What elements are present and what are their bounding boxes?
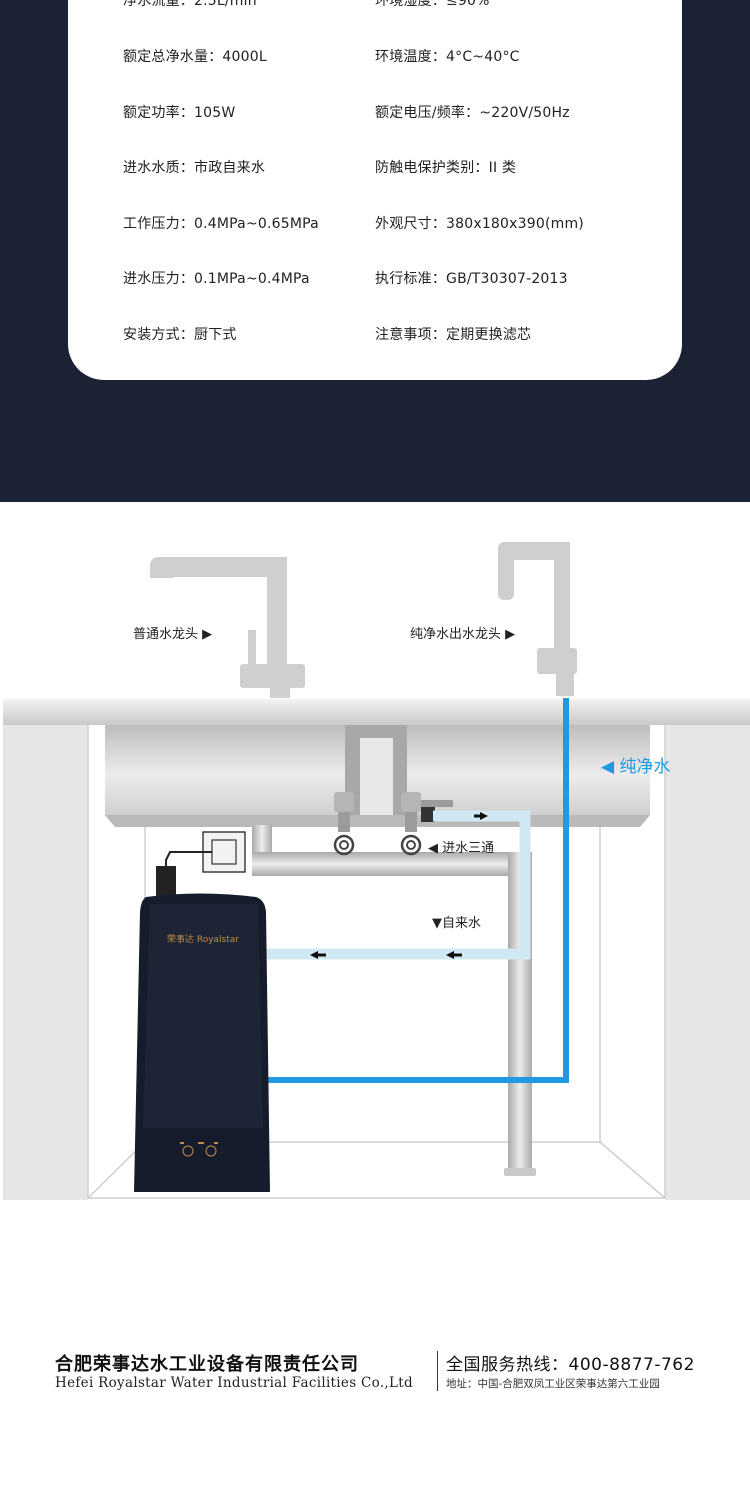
power-socket-icon <box>165 831 246 874</box>
spec-label: 防触电保护类别 <box>375 160 489 176</box>
spec-left-1: 额定功率105W <box>123 102 235 122</box>
angle-valve-icon <box>333 792 355 856</box>
spec-label: 执行标准 <box>375 271 446 287</box>
company-name-cn: 合肥荣事达水工业设备有限责任公司 <box>55 1354 359 1375</box>
inlet-tee-label: ◀ 进水三通 <box>428 841 495 856</box>
spec-value: 定期更换滤芯 <box>446 326 532 343</box>
spec-right-4: 执行标准GB/T30307-2013 <box>375 268 568 288</box>
spec-left-0: 额定总净水量4000L <box>123 46 267 66</box>
spec-right-1: 额定电压/频率~220V/50Hz <box>375 102 570 122</box>
spec-label: 安装方式 <box>123 327 194 343</box>
spec-label: 进水压力 <box>123 271 194 287</box>
spec-value: II 类 <box>488 160 517 176</box>
purifier-brand: 荣事达 Royalstar <box>167 933 239 945</box>
spec-value: 0.1MPa~0.4MPa <box>194 271 310 287</box>
spec-left-2: 进水水质市政自来水 <box>123 157 265 177</box>
spec-label: 环境温度 <box>375 49 446 65</box>
spec-label: 额定总净水量 <box>123 49 222 65</box>
flow-arrow-icon <box>310 812 488 959</box>
inlet-tee-icon <box>400 792 453 856</box>
power-adapter <box>156 866 176 898</box>
footer-divider <box>437 1351 438 1391</box>
installation-diagram: 荣事达 Royalstar 普通水龙头 ▶ 纯净水出水龙头 ▶ ◀ 纯净水 ◀ … <box>0 502 750 1222</box>
pure-water-pipe <box>268 698 569 1083</box>
spec-label: 进水水质 <box>123 160 194 176</box>
spec-value: 4000L <box>222 49 267 65</box>
spec-label: 额定电压/频率 <box>375 105 479 121</box>
spec-right-3: 外观尺寸380x180x390(mm) <box>375 213 584 233</box>
spec-label: 额定功率 <box>123 105 194 121</box>
spec-right-5: 注意事项定期更换滤芯 <box>375 324 531 344</box>
purifier-unit: 荣事达 Royalstar <box>134 893 270 1192</box>
spec-flow-rate: 净水流量：2.5L/min <box>123 0 257 9</box>
pure-water-label: ◀ 纯净水 <box>601 757 671 777</box>
spec-left-5: 安装方式厨下式 <box>123 324 237 344</box>
service-hotline: 全国服务热线：400-8877-762 <box>446 1355 695 1375</box>
spec-value: ~220V/50Hz <box>479 104 570 121</box>
installation-diagram-graphic: 荣事达 Royalstar <box>3 542 750 1200</box>
spec-card: 净水流量：2.5L/min 环境湿度：≤90% 额定总净水量4000L环境温度4… <box>68 0 682 380</box>
normal-faucet-label: 普通水龙头 ▶ <box>133 627 213 642</box>
spec-value: 4°C~40°C <box>446 49 520 65</box>
spec-value: 市政自来水 <box>194 160 266 176</box>
spec-label: 注意事项 <box>375 327 446 343</box>
spec-value: 105W <box>194 104 236 121</box>
company-address: 地址：中国-合肥双凤工业区荣事达第六工业园 <box>446 1378 660 1390</box>
spec-label: 工作压力 <box>123 216 194 232</box>
spec-right-0: 环境温度4°C~40°C <box>375 46 520 66</box>
spec-humidity: 环境湿度：≤90% <box>375 0 490 9</box>
tap-water-label: ▼自来水 <box>432 916 481 931</box>
spec-right-2: 防触电保护类别II 类 <box>375 157 516 177</box>
spec-label: 外观尺寸 <box>375 216 446 232</box>
normal-faucet-icon <box>150 557 305 698</box>
company-name-en: Hefei Royalstar Water Industrial Facilit… <box>55 1375 413 1391</box>
spec-value: 厨下式 <box>194 326 237 343</box>
cabinet <box>3 725 750 1200</box>
pure-faucet-label: 纯净水出水龙头 ▶ <box>410 627 516 642</box>
spec-left-3: 工作压力0.4MPa~0.65MPa <box>123 213 319 233</box>
countertop <box>3 699 750 725</box>
pure-faucet-icon <box>498 542 577 696</box>
spec-value: 0.4MPa~0.65MPa <box>194 215 319 232</box>
footer: 合肥荣事达水工业设备有限责任公司 Hefei Royalstar Water I… <box>0 1345 750 1405</box>
spec-value: GB/T30307-2013 <box>446 271 568 287</box>
spec-section: 净水流量：2.5L/min 环境湿度：≤90% 额定总净水量4000L环境温度4… <box>0 0 750 502</box>
spec-left-4: 进水压力0.1MPa~0.4MPa <box>123 268 310 288</box>
spec-value: 380x180x390(mm) <box>446 215 584 232</box>
